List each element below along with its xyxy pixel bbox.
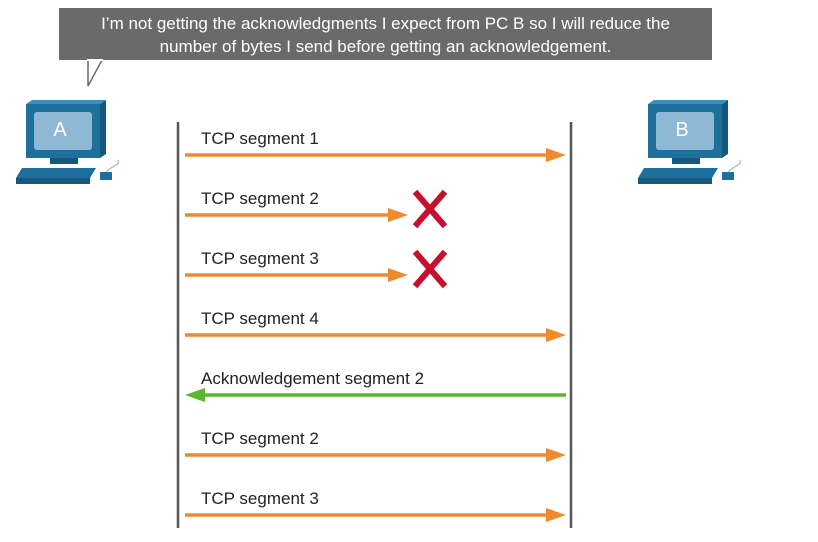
segment-arrowhead-3 bbox=[388, 268, 408, 282]
speech-bubble-line-1: I’m not getting the acknowledgments I ex… bbox=[101, 14, 670, 33]
segment-arrowhead-2 bbox=[388, 208, 408, 222]
segment-label-2: TCP segment 2 bbox=[201, 189, 319, 208]
pc-b-label: B bbox=[675, 119, 689, 141]
speech-bubble-line-2: number of bytes I send before getting an… bbox=[159, 37, 612, 56]
segment-label-1: TCP segment 1 bbox=[201, 129, 319, 148]
segment-label-6: TCP segment 2 bbox=[201, 429, 319, 448]
segment-arrowhead-1 bbox=[546, 148, 566, 162]
segment-label-5: Acknowledgement segment 2 bbox=[201, 369, 425, 388]
segment-label-3: TCP segment 3 bbox=[201, 249, 319, 268]
pc-b-icon bbox=[638, 100, 741, 184]
speech-bubble: I’m not getting the acknowledgments I ex… bbox=[59, 8, 712, 60]
x-mark-icon bbox=[412, 189, 448, 229]
segment-arrowhead-4 bbox=[546, 328, 566, 342]
x-mark-icon bbox=[412, 249, 448, 289]
segment-label-4: TCP segment 4 bbox=[201, 309, 319, 328]
segment-arrowhead-5 bbox=[185, 388, 205, 402]
pc-a-icon bbox=[16, 100, 119, 184]
speech-bubble-tail bbox=[87, 59, 104, 87]
pc-a-label: A bbox=[53, 119, 67, 141]
segment-arrowhead-7 bbox=[546, 508, 566, 522]
segment-label-7: TCP segment 3 bbox=[201, 489, 319, 508]
segment-arrowhead-6 bbox=[546, 448, 566, 462]
